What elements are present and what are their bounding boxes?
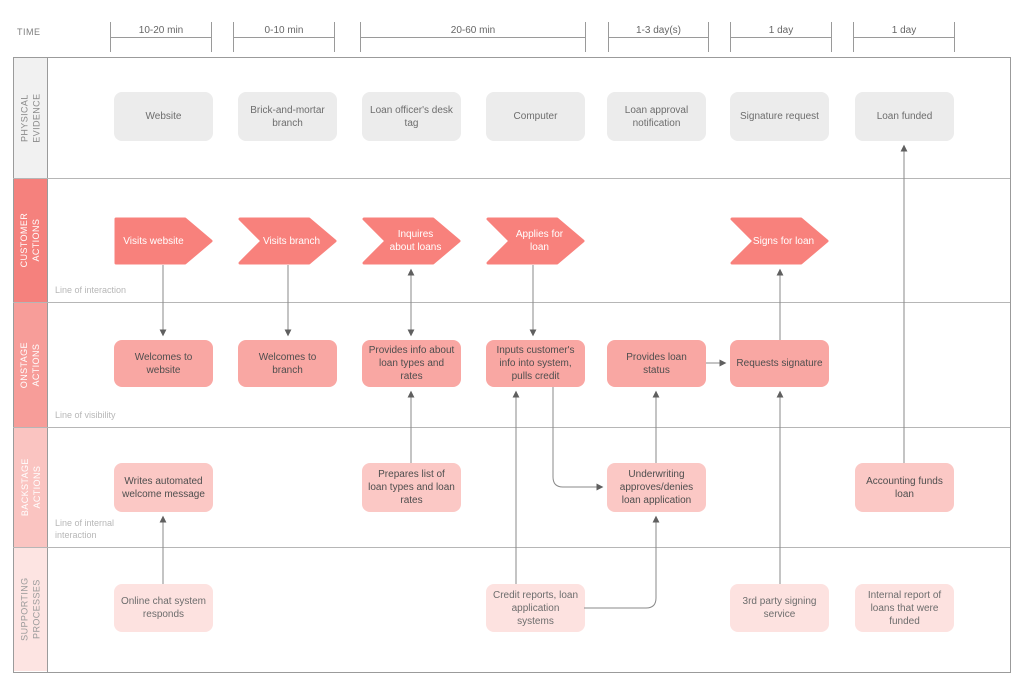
- supporting-online-chat[interactable]: Online chat system responds: [114, 584, 213, 632]
- shape-label: Welcomes to website: [134, 351, 193, 376]
- line-of-visibility: [13, 427, 1010, 428]
- shape-label: Visits branch: [262, 235, 321, 247]
- onstage-inputs-customer-info[interactable]: Inputs customer's info into system, pull…: [486, 340, 585, 387]
- customer-action-visits-website[interactable]: Visits website: [114, 217, 213, 265]
- shape-label: Loan officer's desk tag: [370, 104, 453, 129]
- supporting-3rd-party-signing[interactable]: 3rd party signing service: [730, 584, 829, 632]
- customer-action-visits-branch[interactable]: Visits branch: [238, 217, 337, 265]
- time-bracket: 20-60 min: [360, 22, 586, 52]
- shape-label: Online chat system responds: [120, 596, 207, 620]
- line-of-internal-interaction-caption: Line of internal interaction: [55, 518, 115, 540]
- backstage-writes-welcome-message[interactable]: Writes automated welcome message: [114, 463, 213, 512]
- lane-label-divider: [47, 57, 48, 672]
- shape-label: Visits website: [123, 235, 184, 247]
- time-bracket-label: 1-3 day(s): [635, 25, 681, 36]
- shape-label: Provides loan status: [626, 351, 687, 376]
- time-bracket: 0-10 min: [233, 22, 335, 52]
- backstage-underwriting[interactable]: Underwriting approves/denies loan applic…: [607, 463, 706, 512]
- shape-label: Applies for loan: [515, 229, 564, 253]
- shape-label: Credit reports, loan application systems: [492, 589, 579, 627]
- physical-evidence-loan-funded[interactable]: Loan funded: [855, 92, 954, 141]
- time-bracket: 1 day: [730, 22, 832, 52]
- line-of-interaction: [13, 302, 1010, 303]
- physical-evidence-loan-approval[interactable]: Loan approval notification: [607, 92, 706, 141]
- shape-label: Inputs customer's info into system, pull…: [496, 345, 575, 382]
- customer-action-signs-for-loan[interactable]: Signs for loan: [730, 217, 829, 265]
- shape-label: Internal report of loans that were funde…: [867, 589, 942, 627]
- chevron-arrow-shape: [730, 217, 829, 265]
- diagram-border: [13, 57, 1011, 673]
- onstage-welcomes-to-branch[interactable]: Welcomes to branch: [238, 340, 337, 387]
- shape-label: Loan funded: [876, 111, 933, 122]
- physical-evidence-website[interactable]: Website: [114, 92, 213, 141]
- onstage-provides-info[interactable]: Provides info about loan types and rates: [362, 340, 461, 387]
- lane-label-supporting-processes: SUPPORTING PROCESSES: [14, 548, 47, 671]
- onstage-welcomes-to-website[interactable]: Welcomes to website: [114, 340, 213, 387]
- shape-label: Accounting funds loan: [866, 475, 943, 500]
- onstage-provides-loan-status[interactable]: Provides loan status: [607, 340, 706, 387]
- shape-label: Signs for loan: [752, 235, 815, 247]
- time-bracket: 10-20 min: [110, 22, 212, 52]
- time-bracket-label: 10-20 min: [138, 25, 184, 36]
- shape-label: Signature request: [740, 111, 819, 122]
- time-bracket: 1-3 day(s): [608, 22, 709, 52]
- lane-label-customer-actions: CUSTOMER ACTIONS: [14, 179, 47, 302]
- shape-label: Prepares list of loan types and loan rat…: [368, 469, 455, 506]
- physical-evidence-computer[interactable]: Computer: [486, 92, 585, 141]
- line-of-visibility-caption: Line of visibility: [55, 410, 116, 420]
- chevron-arrow-shape: [114, 217, 213, 265]
- customer-action-applies-for-loan[interactable]: Applies for loan: [486, 217, 585, 265]
- shape-label: Brick-and-mortar branch: [250, 104, 325, 129]
- shape-label: Requests signature: [736, 358, 823, 369]
- supporting-credit-reports[interactable]: Credit reports, loan application systems: [486, 584, 585, 632]
- physical-evidence-desk-tag[interactable]: Loan officer's desk tag: [362, 92, 461, 141]
- supporting-internal-report[interactable]: Internal report of loans that were funde…: [855, 584, 954, 632]
- time-bracket: 1 day: [853, 22, 955, 52]
- shape-label: 3rd party signing service: [742, 596, 817, 620]
- backstage-prepares-loan-list[interactable]: Prepares list of loan types and loan rat…: [362, 463, 461, 512]
- line-of-internal-interaction: [13, 547, 1010, 548]
- shape-label: Loan approval notification: [624, 104, 689, 129]
- shape-label: Website: [145, 111, 182, 122]
- shape-label: Provides info about loan types and rates: [368, 345, 455, 382]
- shape-label: Welcomes to branch: [258, 351, 317, 376]
- shape-label: Inquires about loans: [389, 229, 442, 253]
- chevron-arrow-shape: [362, 217, 461, 265]
- chevron-arrow-shape: [486, 217, 585, 265]
- time-bracket-label: 1 day: [768, 25, 794, 36]
- backstage-accounting-funds-loan[interactable]: Accounting funds loan: [855, 463, 954, 512]
- lane-label-physical-evidence: PHYSICAL EVIDENCE: [14, 58, 47, 178]
- lane-label-backstage-actions: BACKSTAGE ACTIONS: [14, 428, 47, 547]
- time-bracket-label: 20-60 min: [450, 25, 496, 36]
- shape-label: Writes automated welcome message: [122, 475, 205, 500]
- onstage-requests-signature[interactable]: Requests signature: [730, 340, 829, 387]
- shape-label: Underwriting approves/denies loan applic…: [619, 469, 694, 506]
- line-of-interaction-caption: Line of interaction: [55, 285, 127, 295]
- time-bracket-label: 1 day: [891, 25, 917, 36]
- lane-label-onstage-actions: ONSTAGE ACTIONS: [14, 303, 47, 427]
- time-row-title: TIME: [17, 27, 41, 37]
- row-divider: [13, 178, 1010, 179]
- customer-action-inquires-about-loans[interactable]: Inquires about loans: [362, 217, 461, 265]
- shape-label: Computer: [513, 111, 558, 122]
- time-bracket-label: 0-10 min: [264, 25, 304, 36]
- physical-evidence-branch[interactable]: Brick-and-mortar branch: [238, 92, 337, 141]
- physical-evidence-signature-request[interactable]: Signature request: [730, 92, 829, 141]
- chevron-arrow-shape: [238, 217, 337, 265]
